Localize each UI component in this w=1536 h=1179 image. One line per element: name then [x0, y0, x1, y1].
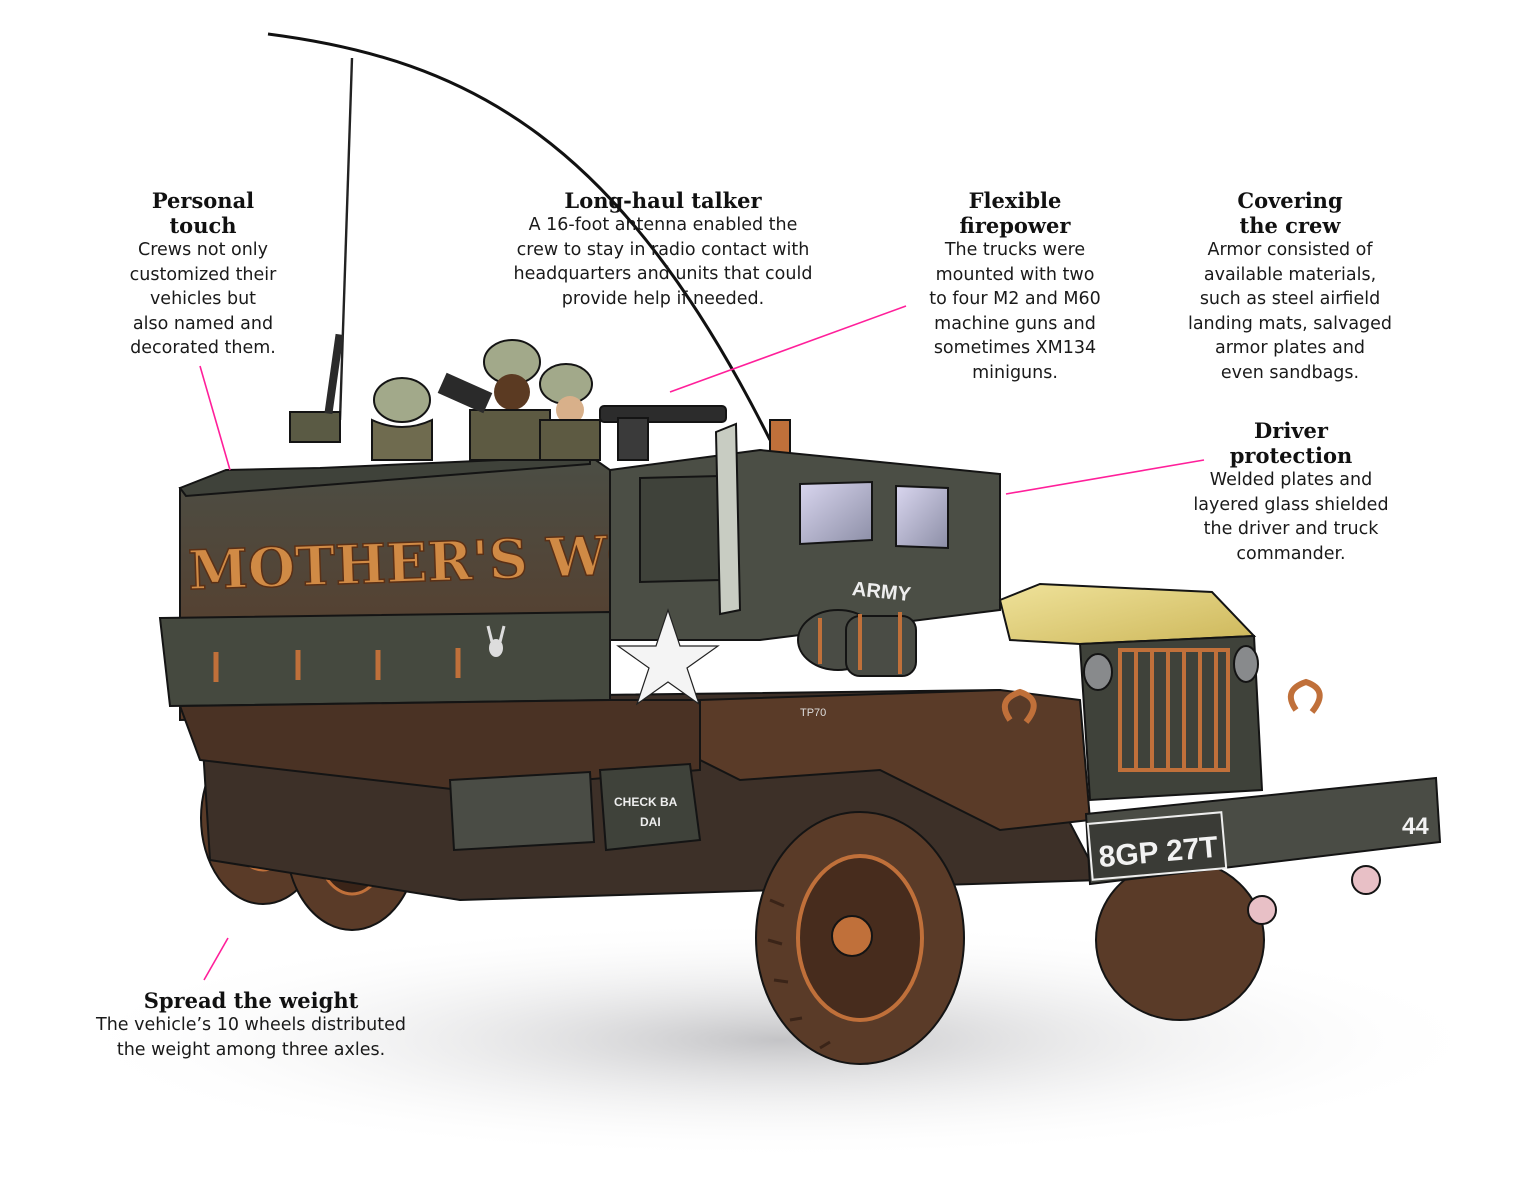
callout-body: machine guns and — [934, 313, 1096, 334]
check-battery-text: CHECK BA — [614, 795, 678, 809]
callout-body: the driver and truck — [1203, 519, 1379, 539]
callout-body: the weight among three axles. — [116, 1039, 386, 1060]
cab-windows — [799, 480, 949, 550]
callout-body: also named and — [132, 313, 274, 334]
cargo-rail-hooks — [213, 648, 461, 682]
callout-spread-the-weight: Spread the weight The vehicle’s 10 wheel… — [66, 988, 436, 1062]
callout-long-haul-talker: Long-haul talker A 16-foot antenna enabl… — [488, 188, 838, 311]
callout-title: Flexible — [968, 188, 1062, 213]
battery-box — [598, 762, 702, 852]
yellow-hood — [998, 582, 1257, 646]
bunny-emblem-icon — [486, 625, 506, 657]
callout-title: Covering — [1237, 188, 1343, 213]
callout-body: miniguns. — [972, 362, 1058, 383]
callout-body: layered glass shielded — [1193, 494, 1389, 515]
callout-body: Welded plates and — [1209, 470, 1373, 490]
callout-body: armor plates and — [1214, 338, 1366, 358]
crew-gunner-center — [437, 339, 551, 461]
callout-body: provide help if needed. — [561, 288, 765, 309]
callout-body: to four M2 and M60 — [929, 289, 1101, 309]
cab-window-left — [799, 480, 873, 546]
rear-body-mud — [178, 699, 701, 792]
callout-title: Driver — [1254, 418, 1328, 443]
tire-tread — [767, 898, 831, 1050]
star-insignia-icon — [616, 608, 720, 706]
exhaust-stack — [714, 422, 742, 616]
callout-personal-touch: Personal touch Crews not only customized… — [108, 188, 298, 361]
fuel-tank — [448, 770, 596, 852]
bumper-number-text: 44 — [1402, 813, 1429, 840]
callout-body: commander. — [1236, 543, 1346, 564]
radio-antenna-whip — [267, 32, 772, 441]
rear-antenna — [338, 57, 354, 421]
callout-body: The trucks were — [944, 240, 1086, 260]
headlight-right — [1233, 645, 1259, 683]
callout-body: A 16-foot antenna enabled the — [528, 215, 798, 235]
leader-driver — [1005, 459, 1205, 495]
marker-light-right — [1351, 865, 1381, 895]
callout-body: mounted with two — [935, 264, 1095, 285]
callout-title: firepower — [959, 213, 1071, 238]
tow-hook-right — [1287, 678, 1323, 714]
callout-body: available materials, — [1203, 264, 1377, 285]
callout-title: protection — [1229, 443, 1353, 468]
callout-driver-protection: Driver protection Welded plates and laye… — [1176, 418, 1406, 566]
callout-flexible-firepower: Flexible firepower The trucks were mount… — [910, 188, 1120, 385]
callout-body: The vehicle’s 10 wheels distributed — [96, 1015, 406, 1035]
callout-title: the crew — [1239, 213, 1341, 238]
front-wheel-left — [755, 811, 965, 1065]
callout-body: Crews not only — [137, 240, 269, 260]
crew-gunner-right — [539, 363, 601, 461]
leader-firepower — [669, 305, 907, 393]
headlight-left — [1083, 653, 1113, 691]
callout-body: decorated them. — [130, 338, 276, 358]
callout-body: customized their — [129, 264, 277, 285]
crew-gunner-left — [289, 333, 433, 461]
front-wheel-right — [1095, 859, 1265, 1021]
callout-title: Long-haul talker — [564, 188, 762, 213]
leader-spread — [203, 937, 229, 981]
callout-title: Personal — [151, 188, 255, 213]
cargo-bed-rail — [158, 610, 611, 708]
marker-light-left — [1247, 895, 1277, 925]
callout-body: landing mats, salvaged — [1187, 313, 1393, 334]
brush-guard-grille — [1118, 648, 1230, 772]
callout-body: headquarters and units that could — [513, 264, 813, 284]
callout-body: such as steel airfield — [1199, 289, 1381, 309]
license-plate — [1086, 811, 1228, 881]
callout-covering-the-crew: Covering the crew Armor consisted of ava… — [1170, 188, 1410, 385]
callout-body: sometimes XM134 — [933, 338, 1097, 358]
tp-marking: TP70 — [800, 707, 826, 719]
callout-title: Spread the weight — [143, 988, 359, 1013]
leader-lines — [199, 305, 1205, 981]
callout-body: Armor consisted of — [1207, 240, 1373, 260]
callout-title: touch — [169, 213, 237, 238]
check-battery-text-2: DAI — [640, 815, 661, 829]
cab-window-right — [895, 484, 949, 550]
callout-body: crew to stay in radio contact with — [516, 239, 810, 260]
side-machine-gun — [599, 405, 727, 461]
cab-door-panel — [639, 474, 721, 584]
leader-personal — [199, 365, 231, 471]
air-cleaner — [797, 609, 917, 677]
callout-body: vehicles but — [149, 289, 257, 309]
callout-body: even sandbags. — [1220, 362, 1360, 383]
tow-hook-left — [1001, 688, 1037, 724]
